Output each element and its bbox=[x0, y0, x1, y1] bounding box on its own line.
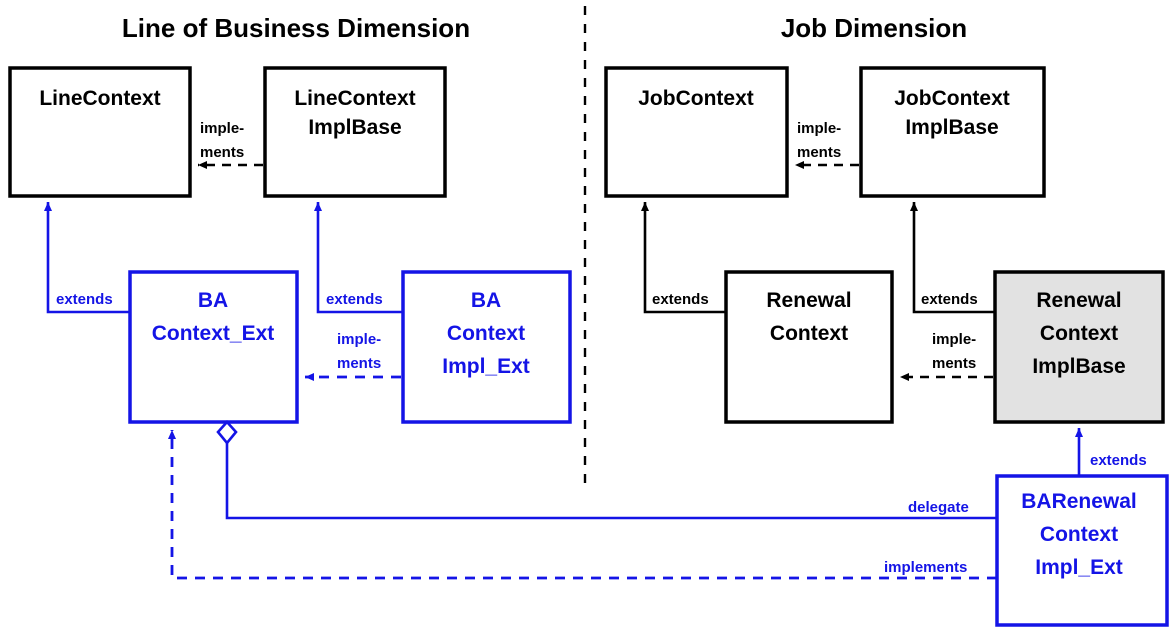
box-renewal-context-impl-base-label-2: Context bbox=[1040, 322, 1118, 345]
box-line-context[interactable] bbox=[8, 66, 192, 198]
edge-delegate-barenewal-to-bacontextext bbox=[225, 437, 997, 520]
edge-label-implements-bacontextext-2: ments bbox=[337, 355, 381, 372]
box-job-context-impl-base-label-1: JobContext bbox=[894, 87, 1010, 110]
edge-label-extends-bacontextext: extends bbox=[56, 291, 113, 308]
box-job-context[interactable] bbox=[604, 66, 789, 198]
box-ba-renewal-context-impl-ext[interactable] bbox=[995, 474, 1169, 627]
box-job-context-impl-base[interactable] bbox=[859, 66, 1046, 198]
edge-label-implements-jobcontext-1: imple- bbox=[797, 120, 841, 137]
box-line-context-impl-base-label-1: LineContext bbox=[294, 87, 415, 110]
edge-label-implements-barenewal: implements bbox=[884, 559, 967, 576]
edge-label-extends-bacontextimplext: extends bbox=[326, 291, 383, 308]
box-job-context-label-1: JobContext bbox=[638, 87, 754, 110]
edge-extends-renewalcontextimplbase-to-jobcontextimplbase bbox=[910, 202, 995, 314]
box-job-context-impl-base-label-2: ImplBase bbox=[905, 116, 998, 139]
box-line-context-label-1: LineContext bbox=[39, 87, 160, 110]
box-ba-context-ext-label-2: Context_Ext bbox=[152, 322, 275, 345]
box-line-context-impl-base-label-2: ImplBase bbox=[308, 116, 401, 139]
edge-label-implements-jobcontext-2: ments bbox=[797, 144, 841, 161]
box-ba-context-impl-ext-label-3: Impl_Ext bbox=[442, 355, 530, 378]
box-ba-context-impl-ext-label-1: BA bbox=[471, 289, 501, 312]
box-ba-context-impl-ext-label-2: Context bbox=[447, 322, 525, 345]
edge-label-delegate: delegate bbox=[908, 499, 969, 516]
aggregation-diamond bbox=[216, 420, 238, 446]
box-renewal-context-impl-base[interactable] bbox=[993, 270, 1165, 424]
edge-extends-bacontextext-to-linecontext bbox=[44, 202, 130, 314]
edge-label-extends-renewalcontextimplbase: extends bbox=[921, 291, 978, 308]
box-renewal-context-impl-base-label-3: ImplBase bbox=[1032, 355, 1125, 378]
edge-extends-bacontextimplext-to-linecontextimplbase bbox=[314, 202, 403, 314]
box-renewal-context-label-1: Renewal bbox=[766, 289, 851, 312]
edge-label-implements-renewalcontext-1: imple- bbox=[932, 331, 976, 348]
box-ba-context-impl-ext[interactable] bbox=[401, 270, 572, 424]
box-ba-context-ext[interactable] bbox=[128, 270, 299, 424]
edge-label-implements-linecontext-1: imple- bbox=[200, 120, 244, 137]
edge-label-extends-barenewal: extends bbox=[1090, 452, 1147, 469]
edge-implements-barenewal-to-bacontextext bbox=[168, 430, 997, 580]
box-renewal-context-impl-base-label-1: Renewal bbox=[1036, 289, 1121, 312]
box-renewal-context-label-2: Context bbox=[770, 322, 848, 345]
edge-label-implements-linecontext-2: ments bbox=[200, 144, 244, 161]
box-ba-renewal-context-impl-ext-label-2: Context bbox=[1040, 523, 1118, 546]
box-ba-context-ext-label-1: BA bbox=[198, 289, 228, 312]
left-dimension-title: Line of Business Dimension bbox=[122, 13, 470, 43]
edge-label-extends-renewalcontext: extends bbox=[652, 291, 709, 308]
box-line-context-impl-base[interactable] bbox=[263, 66, 447, 198]
box-renewal-context[interactable] bbox=[724, 270, 894, 424]
edge-label-implements-renewalcontext-2: ments bbox=[932, 355, 976, 372]
box-ba-renewal-context-impl-ext-label-1: BARenewal bbox=[1021, 490, 1137, 513]
edge-extends-renewalcontext-to-jobcontext bbox=[641, 202, 726, 314]
edge-label-implements-bacontextext-1: imple- bbox=[337, 331, 381, 348]
right-dimension-title: Job Dimension bbox=[781, 13, 967, 43]
box-ba-renewal-context-impl-ext-label-3: Impl_Ext bbox=[1035, 556, 1123, 579]
